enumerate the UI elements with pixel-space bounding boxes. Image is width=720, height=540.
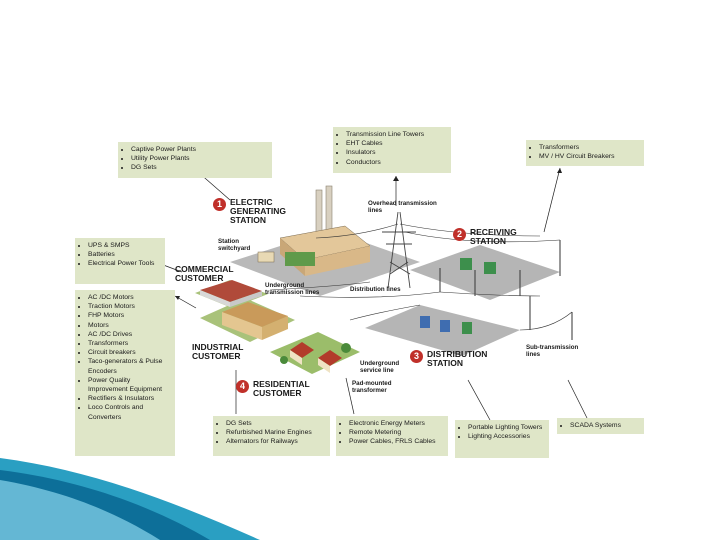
receiving-equipment-box: Transformers MV / HV Circuit Breakers [526, 140, 644, 166]
list-item: Taco-generators & Pulse Encoders [88, 357, 170, 375]
scada-list: SCADA Systems [562, 421, 639, 430]
underground-lines-callout: Underground transmission lines [265, 282, 325, 296]
receiving-transformer [460, 258, 472, 270]
distribution-station-label: DISTRIBUTION STATION [427, 350, 502, 368]
industrial-customer-label: INDUSTRIAL CUSTOMER [192, 343, 252, 361]
distribution-transformer [420, 316, 430, 328]
metering-equipment-box: Electronic Energy Meters Remote Metering… [336, 416, 448, 456]
list-item: Loco Controls and Converters [88, 403, 170, 421]
metering-list: Electronic Energy Meters Remote Metering… [341, 419, 443, 447]
list-item: Refurbished Marine Engines [226, 428, 325, 437]
list-item: Remote Metering [349, 428, 443, 437]
industrial-equipment-box: AC /DC Motors Traction Motors FHP Motors… [75, 290, 175, 456]
list-item: Rectifiers & Insulators [88, 394, 170, 403]
commercial-customer-label: COMMERCIAL CUSTOMER [175, 265, 247, 283]
list-item: FHP Motors [88, 311, 170, 320]
station-switchyard-callout: Station switchyard [218, 238, 262, 252]
residential-ground [270, 332, 360, 374]
switchyard-building [258, 252, 274, 262]
list-item: Transmission Line Towers [346, 130, 446, 139]
sub-transmission-callout: Sub-transmission lines [526, 344, 588, 358]
list-item: Motors [88, 321, 170, 330]
receiving-station-label: RECEIVING STATION [470, 228, 530, 246]
stage-number-2: 2 [453, 228, 466, 241]
distribution-lines-callout: Distribution lines [350, 286, 420, 293]
generation-equipment-box: Captive Power Plants Utility Power Plant… [118, 142, 272, 178]
industrial-list: AC /DC Motors Traction Motors FHP Motors… [80, 293, 170, 422]
transmission-list: Transmission Line Towers EHT Cables Insu… [338, 130, 446, 167]
list-item: SCADA Systems [570, 421, 639, 430]
commercial-list: UPS & SMPS Batteries Electrical Power To… [80, 241, 160, 269]
lighting-list: Portable Lighting Towers Lighting Access… [460, 423, 544, 441]
receiving-transformer-2 [484, 262, 496, 274]
list-item: MV / HV Circuit Breakers [539, 152, 639, 161]
list-item: Electronic Energy Meters [349, 419, 443, 428]
list-item: Lighting Accessories [468, 432, 544, 441]
list-item: Batteries [88, 250, 160, 259]
list-item: Power Quality Improvement Equipment [88, 376, 170, 394]
list-item: Transformers [88, 339, 170, 348]
overhead-lines-callout: Overhead transmission lines [368, 200, 450, 214]
list-item: UPS & SMPS [88, 241, 160, 250]
list-item: Portable Lighting Towers [468, 423, 544, 432]
underground-service-callout: Underground service line [360, 360, 420, 374]
generating-station-label: ELECTRIC GENERATING STATION [230, 198, 300, 225]
stage-number-1: 1 [213, 198, 226, 211]
distribution-transformer-2 [440, 320, 450, 332]
list-item: Alternators for Railways [226, 437, 325, 446]
pad-transformer-callout: Pad-mounted transformer [352, 380, 406, 394]
list-item: Utility Power Plants [131, 154, 267, 163]
residential-list: DG Sets Refurbished Marine Engines Alter… [218, 419, 325, 447]
commercial-equipment-box: UPS & SMPS Batteries Electrical Power To… [75, 238, 165, 284]
list-item: AC /DC Motors [88, 293, 170, 302]
list-item: AC /DC Drives [88, 330, 170, 339]
list-item: Insulators [346, 148, 446, 157]
transmission-tower [382, 212, 416, 288]
list-item: EHT Cables [346, 139, 446, 148]
receiving-list: Transformers MV / HV Circuit Breakers [531, 143, 639, 161]
transmission-equipment-box: Transmission Line Towers EHT Cables Insu… [333, 127, 451, 173]
list-item: Transformers [539, 143, 639, 152]
residential-customer-label: RESIDENTIAL CUSTOMER [253, 380, 318, 398]
list-item: Power Cables, FRLS Cables [349, 437, 443, 446]
generation-list: Captive Power Plants Utility Power Plant… [123, 145, 267, 173]
distribution-transformer-3 [462, 322, 472, 334]
residential-equipment-box: DG Sets Refurbished Marine Engines Alter… [213, 416, 330, 456]
switchyard-equipment [285, 252, 315, 266]
scada-equipment-box: SCADA Systems [557, 418, 644, 434]
list-item: Conductors [346, 158, 446, 167]
list-item: Electrical Power Tools [88, 259, 160, 268]
lighting-equipment-box: Portable Lighting Towers Lighting Access… [455, 420, 549, 458]
list-item: Circuit breakers [88, 348, 170, 357]
list-item: Traction Motors [88, 302, 170, 311]
list-item: DG Sets [131, 163, 267, 172]
stage-number-4: 4 [236, 380, 249, 393]
list-item: DG Sets [226, 419, 325, 428]
list-item: Captive Power Plants [131, 145, 267, 154]
